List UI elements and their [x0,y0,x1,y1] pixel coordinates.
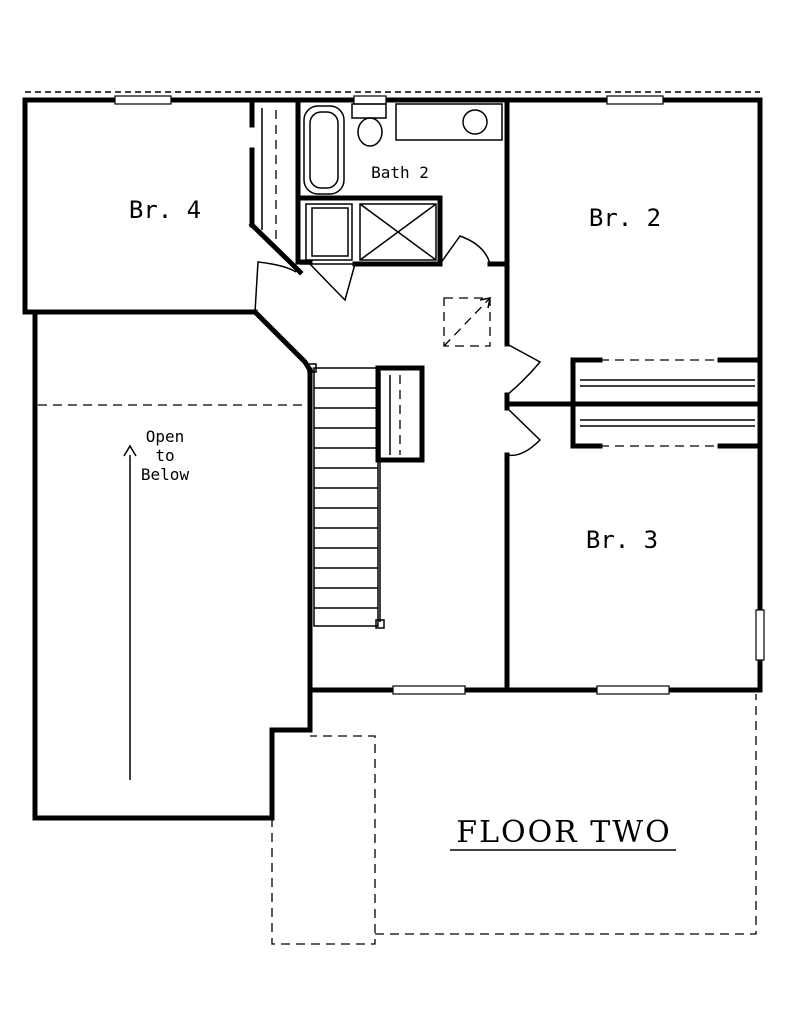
room-label-br4: Br. 4 [129,196,201,224]
open-to-below: Open to Below [38,404,308,780]
staircase [307,363,385,629]
open-to-below-line1: Open [146,427,185,446]
roof-below-outline [271,694,757,945]
plan-title: FLOOR TWO [456,815,672,850]
exterior-walls [22,97,763,821]
open-to-below-line2: to [155,446,174,465]
closet-details [261,108,755,455]
open-to-below-line3: Below [141,465,190,484]
doors [254,235,542,457]
room-label-br2: Br. 2 [589,204,661,232]
windows [114,95,765,695]
bath-fixtures [303,103,503,261]
room-label-bath2: Bath 2 [371,163,429,182]
attic-access [443,297,491,347]
room-label-br3: Br. 3 [586,526,658,554]
